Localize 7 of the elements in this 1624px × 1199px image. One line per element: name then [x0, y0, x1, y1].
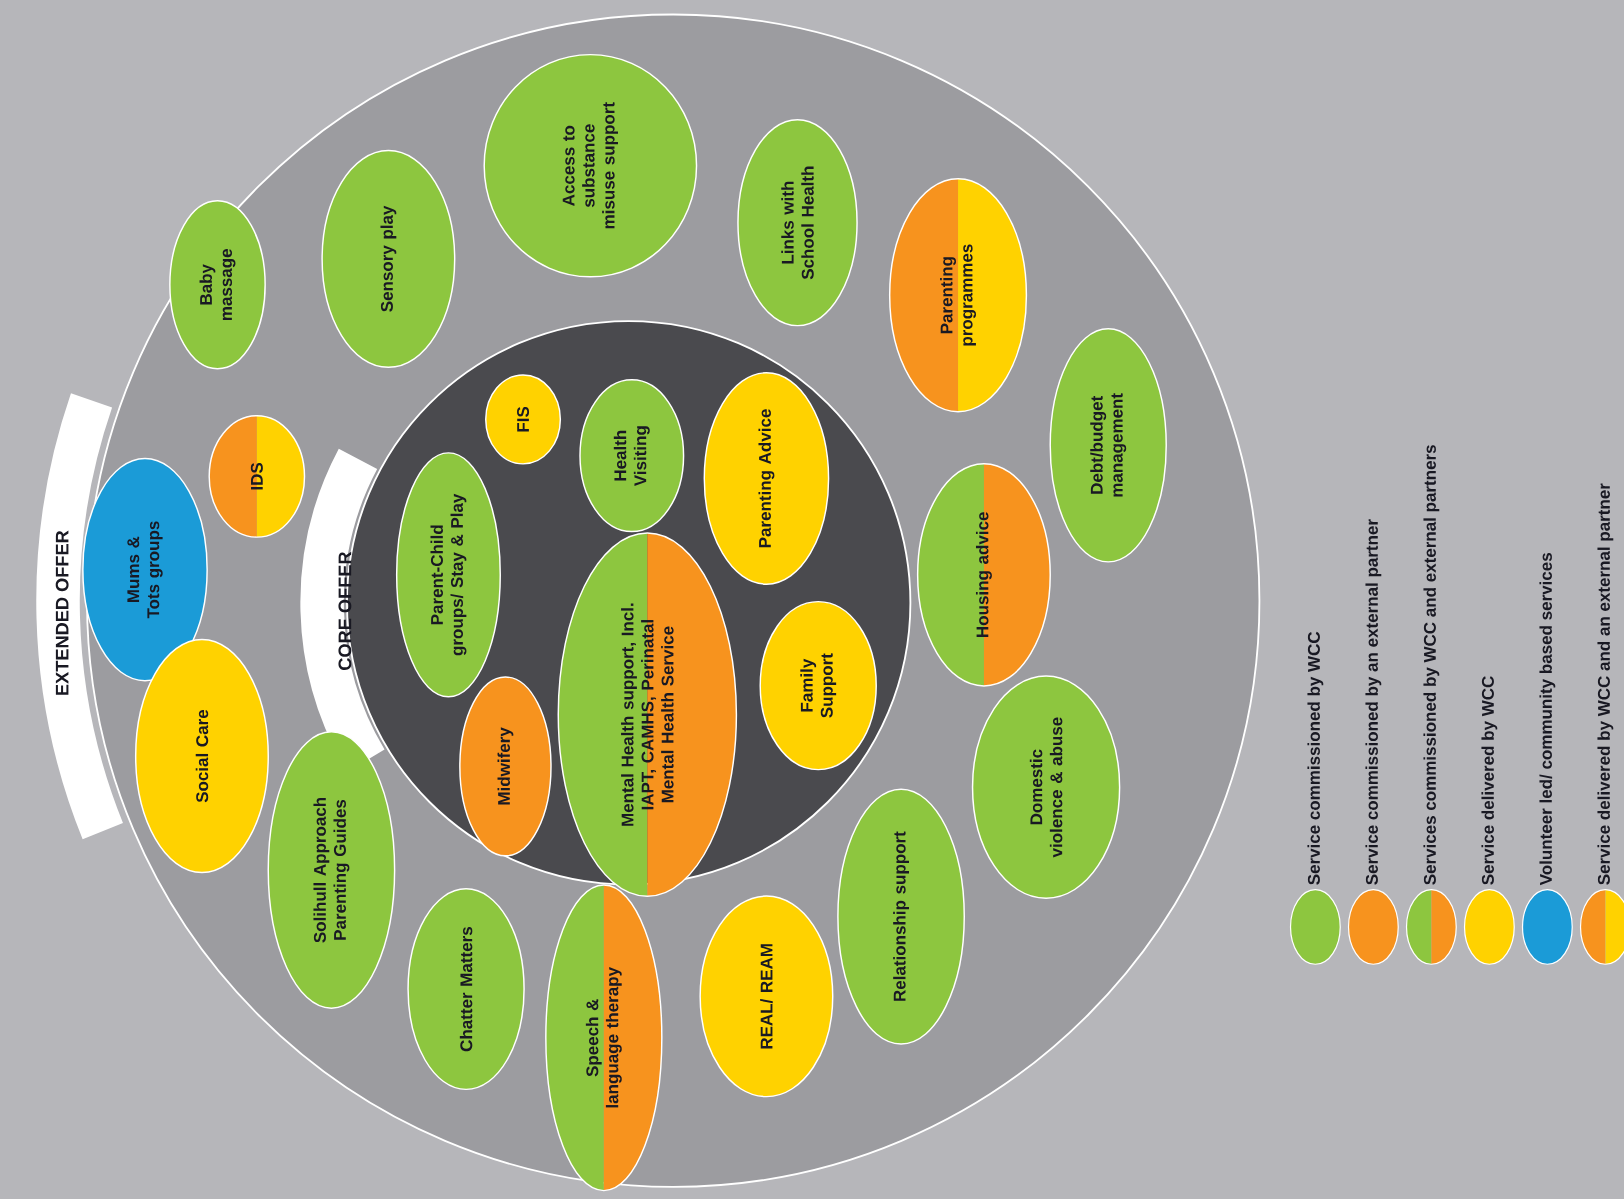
legend-text: Service delivered by WCC	[1481, 676, 1498, 885]
legend-text: Service commissioned by WCC	[1307, 631, 1324, 885]
banner-label: EXTENDED OFFER	[36, 393, 124, 839]
legend-text: Volunteer led/ community based services	[1539, 552, 1556, 885]
legend-text: Service commissioned by an external partner	[1365, 519, 1382, 885]
legend-text: Services commissioned by WCC and external partners	[1423, 445, 1440, 885]
legend-text: Service delivered by WCC and an external partner	[1597, 483, 1614, 885]
